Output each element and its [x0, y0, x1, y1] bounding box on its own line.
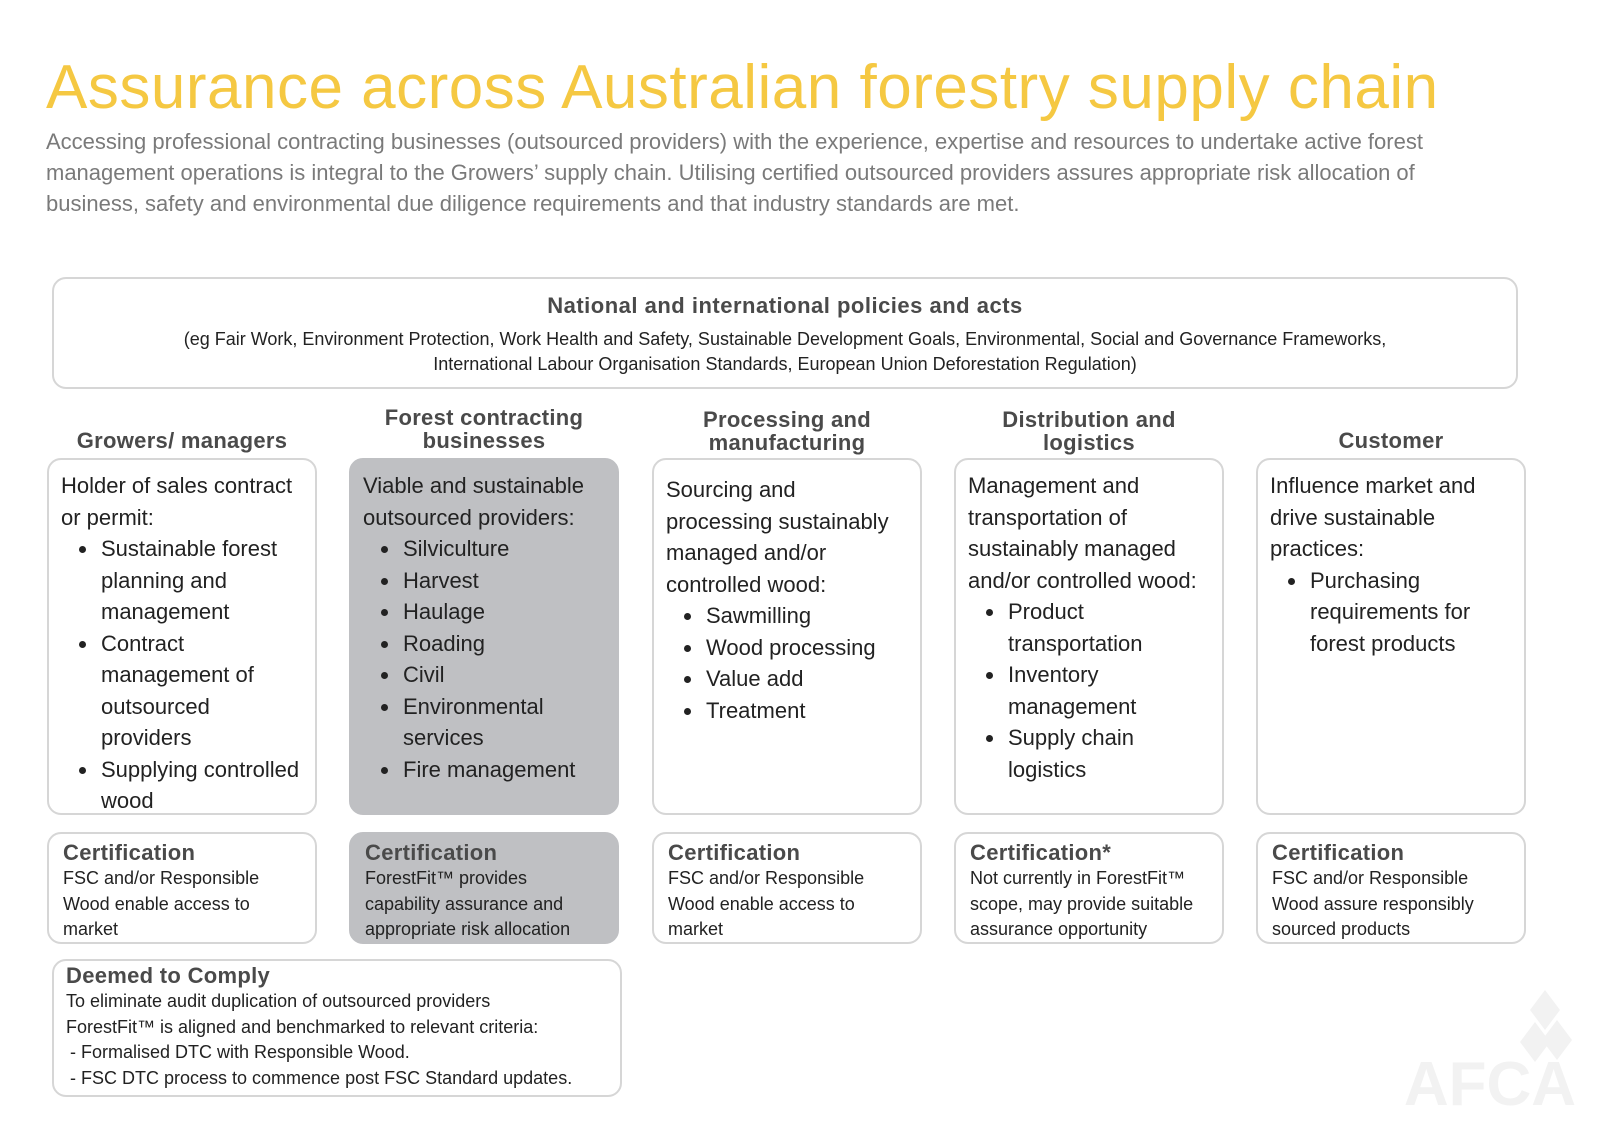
list-item: Harvest [401, 565, 605, 597]
certification-box-growers: Certification FSC and/or Responsible Woo… [47, 832, 317, 944]
column-box-processing: Sourcing and processing sustainably mana… [652, 458, 922, 815]
column-intro: Influence market and drive sustainable p… [1270, 473, 1476, 561]
column-box-distribution: Management and transportation of sustain… [954, 458, 1224, 815]
certification-title: Certification [365, 840, 498, 865]
list-item: Inventory management [1006, 659, 1210, 722]
column-list: Purchasing requirements for forest produ… [1270, 565, 1512, 660]
certification-box-contracting: Certification ForestFit™ provides capabi… [349, 832, 619, 944]
column-intro: Sourcing and processing sustainably mana… [666, 477, 889, 597]
certification-box-processing: Certification FSC and/or Responsible Woo… [652, 832, 922, 944]
certification-body: Not currently in ForestFit™ scope, may p… [970, 868, 1194, 939]
policies-title: National and international policies and … [547, 293, 1023, 318]
certification-body: FSC and/or Responsible Wood enable acces… [63, 868, 260, 939]
certification-body: FSC and/or Responsible Wood enable acces… [668, 868, 865, 939]
list-item: Wood processing [704, 632, 908, 664]
certification-body: FSC and/or Responsible Wood assure respo… [1272, 868, 1474, 939]
certification-title: Certification [668, 840, 801, 865]
column-heading-customer: Customer [1338, 428, 1444, 453]
diamond-icon [1520, 990, 1572, 1062]
column-heading-contracting: Forest contracting businesses [384, 405, 584, 453]
deemed-to-comply-item-2: - FSC DTC process to commence post FSC S… [70, 1067, 573, 1088]
column-list: Sustainable forest planning and manageme… [61, 533, 303, 817]
certification-box-distribution: Certification* Not currently in ForestFi… [954, 832, 1224, 944]
afca-watermark-logo: AFCA [1404, 990, 1576, 1110]
certification-title: Certification [1272, 840, 1405, 865]
column-heading-distribution: Distribution and logistics [1002, 407, 1176, 455]
list-item: Fire management [401, 754, 605, 786]
deemed-to-comply-title: Deemed to Comply [66, 963, 271, 988]
list-item: Environmental services [401, 691, 605, 754]
deemed-to-comply-item-1: - Formalised DTC with Responsible Wood. [70, 1042, 410, 1062]
list-item: Purchasing requirements for forest produ… [1308, 565, 1512, 660]
list-item: Roading [401, 628, 605, 660]
column-list: Sawmilling Wood processing Value add Tre… [666, 600, 908, 726]
list-item: Haulage [401, 596, 605, 628]
column-heading-growers: Growers/ managers [76, 428, 288, 453]
list-item: Supply chain logistics [1006, 722, 1210, 785]
deemed-to-comply-line-1: To eliminate audit duplication of outsou… [66, 991, 491, 1011]
deemed-to-comply-line-2: ForestFit™ is aligned and benchmarked to… [66, 1016, 539, 1037]
column-heading-processing: Processing and manufacturing [702, 407, 872, 455]
certification-body: ForestFit™ provides capability assurance… [365, 868, 571, 939]
certification-box-customer: Certification FSC and/or Responsible Woo… [1256, 832, 1526, 944]
column-intro: Management and transportation of sustain… [968, 473, 1197, 593]
list-item: Sustainable forest planning and manageme… [99, 533, 303, 628]
column-box-contracting: Viable and sustainable outsourced provid… [349, 458, 619, 815]
column-box-customer: Influence market and drive sustainable p… [1256, 458, 1526, 815]
column-intro: Viable and sustainable outsourced provid… [363, 473, 584, 530]
list-item: Contract management of outsourced provid… [99, 628, 303, 754]
deemed-to-comply-box: Deemed to Comply To eliminate audit dupl… [52, 959, 622, 1097]
certification-title: Certification [63, 840, 196, 865]
list-item: Treatment [704, 695, 908, 727]
column-intro: Holder of sales contract or permit: [61, 473, 293, 530]
policies-line-2: International Labour Organisation Standa… [433, 354, 1137, 374]
intro-paragraph: Accessing professional contracting busin… [46, 129, 1423, 216]
list-item: Product transportation [1006, 596, 1210, 659]
column-box-growers: Holder of sales contract or permit: Sust… [47, 458, 317, 815]
page-title: Assurance across Australian forestry sup… [46, 53, 1439, 122]
policies-line-1: (eg Fair Work, Environment Protection, W… [183, 329, 1387, 349]
list-item: Civil [401, 659, 605, 691]
watermark-text: AFCA [1404, 1050, 1576, 1110]
certification-title: Certification* [970, 840, 1112, 865]
policies-body: (eg Fair Work, Environment Protection, W… [54, 327, 1516, 377]
list-item: Value add [704, 663, 908, 695]
list-item: Silviculture [401, 533, 605, 565]
list-item: Supplying controlled wood [99, 754, 303, 817]
policies-box: National and international policies and … [52, 277, 1518, 389]
column-list: Product transportation Inventory managem… [968, 596, 1210, 785]
column-list: Silviculture Harvest Haulage Roading Civ… [363, 533, 605, 785]
list-item: Sawmilling [704, 600, 908, 632]
